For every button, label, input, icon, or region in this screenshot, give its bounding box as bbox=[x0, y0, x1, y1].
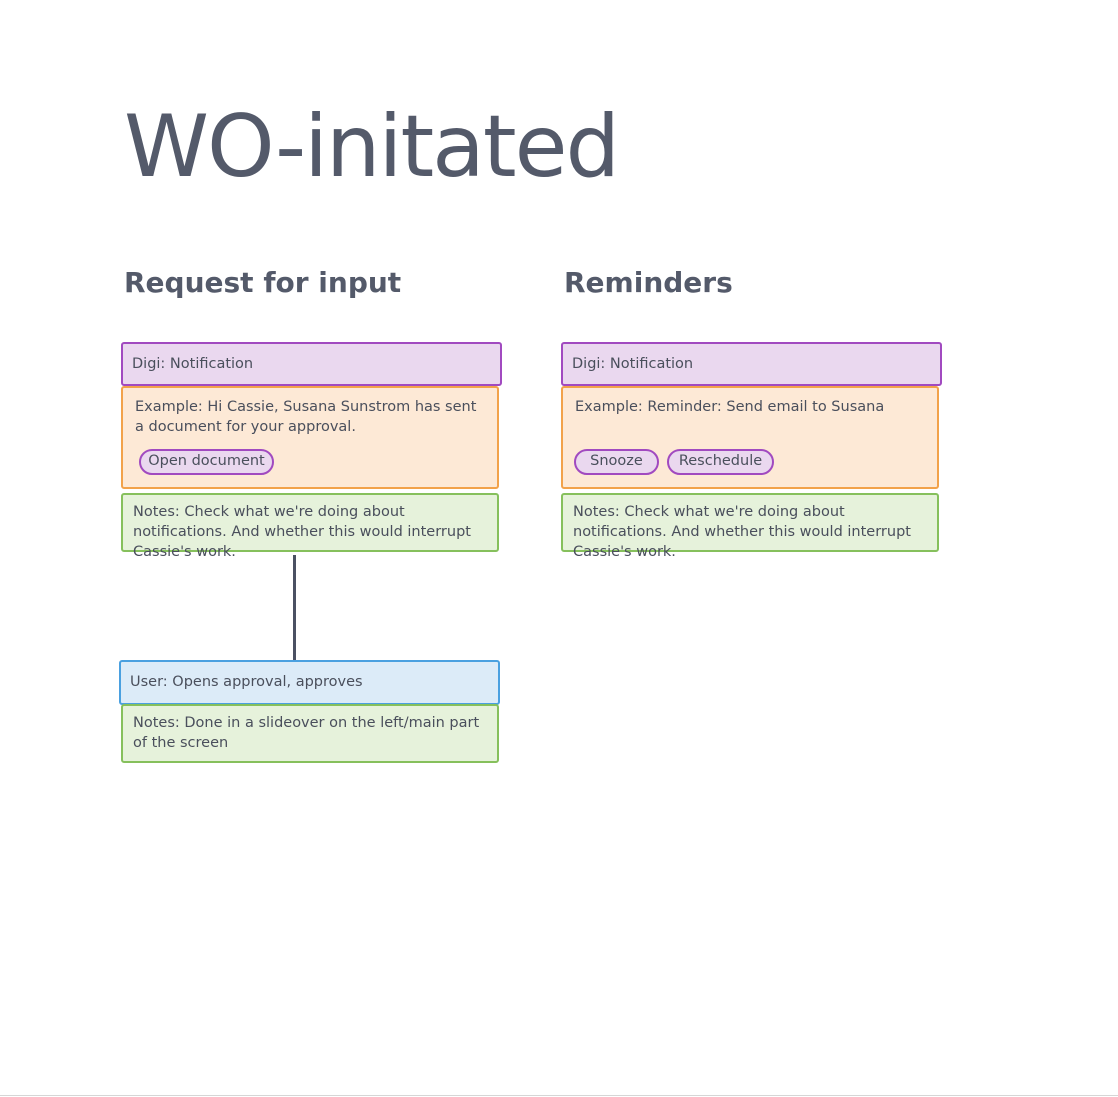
example-card[interactable]: Example: Reminder: Send email to Susana … bbox=[561, 386, 939, 489]
digi-notification-card[interactable]: Digi: Notification bbox=[561, 342, 942, 386]
page-divider bbox=[0, 1095, 1118, 1096]
notes-text: Notes: Check what we're doing about noti… bbox=[573, 504, 911, 560]
example-text: Example: Hi Cassie, Susana Sunstrom has … bbox=[135, 399, 477, 435]
connector-line bbox=[293, 555, 296, 661]
open-document-button[interactable]: Open document bbox=[139, 449, 274, 475]
notes-card[interactable]: Notes: Check what we're doing about noti… bbox=[561, 493, 939, 560]
reschedule-button[interactable]: Reschedule bbox=[667, 449, 774, 475]
example-card[interactable]: Example: Hi Cassie, Susana Sunstrom has … bbox=[121, 386, 499, 489]
snooze-button[interactable]: Snooze bbox=[574, 449, 659, 475]
digi-notification-label: Digi: Notification bbox=[132, 356, 254, 372]
page-title: WO-initated bbox=[124, 97, 620, 197]
digi-notification-card[interactable]: Digi: Notification bbox=[121, 342, 502, 386]
user-action-card[interactable]: User: Opens approval, approves bbox=[119, 660, 500, 705]
column-heading-request-for-input: Request for input bbox=[124, 266, 402, 299]
user-action-label: User: Opens approval, approves bbox=[130, 674, 363, 690]
digi-notification-label: Digi: Notification bbox=[572, 356, 694, 372]
notes-card[interactable]: Notes: Check what we're doing about noti… bbox=[121, 493, 499, 560]
notes-card[interactable]: Notes: Done in a slideover on the left/m… bbox=[121, 704, 499, 763]
notes-text: Notes: Done in a slideover on the left/m… bbox=[133, 715, 480, 751]
notes-text: Notes: Check what we're doing about noti… bbox=[133, 504, 471, 560]
example-text: Example: Reminder: Send email to Susana bbox=[575, 399, 885, 415]
column-heading-reminders: Reminders bbox=[564, 266, 733, 299]
